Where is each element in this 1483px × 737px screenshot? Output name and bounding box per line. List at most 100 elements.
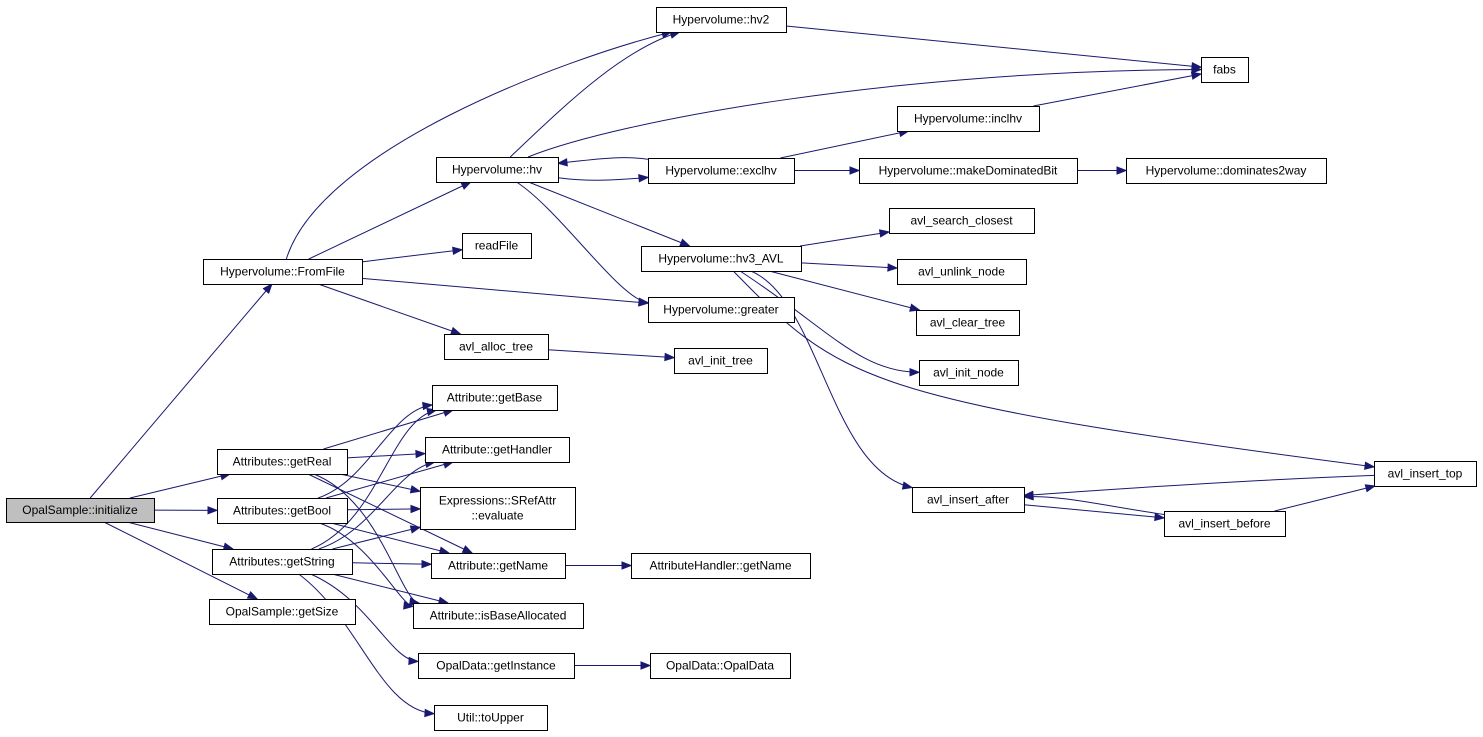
edge-attrgetname-to-handlergetname — [565, 561, 633, 570]
node-getinstance[interactable]: OpalData::getInstance — [418, 653, 575, 679]
node-label: readFile — [475, 239, 519, 253]
edge-makedom-to-dom2way — [1077, 166, 1128, 175]
edge-hv-to-fabs — [527, 65, 1203, 158]
node-toupper[interactable]: Util::toUpper — [434, 705, 548, 731]
edge-getbool-to-attrgetname — [330, 522, 451, 555]
node-attrgetname[interactable]: Attribute::getName — [431, 553, 566, 579]
edge-hv3avl-to-searchclosest — [800, 229, 891, 247]
arrowhead-icon — [409, 485, 422, 494]
arrowhead-icon — [1191, 62, 1203, 71]
node-box — [1126, 158, 1327, 184]
edge-line — [527, 69, 1202, 158]
node-label: Expressions::SRefAttr — [439, 494, 556, 508]
edge-line — [750, 270, 913, 489]
node-layer: OpalSample::initialize Hypervolume::FromF… — [6, 7, 1477, 731]
node-getbase[interactable]: Attribute::getBase — [432, 385, 558, 411]
edge-exclhv-to-hv — [556, 157, 649, 167]
node-hv[interactable]: Hypervolume::hv — [436, 157, 559, 183]
node-getbool[interactable]: Attributes::getBool — [217, 498, 348, 524]
node-getstring[interactable]: Attributes::getString — [212, 549, 353, 575]
node-box — [1201, 57, 1249, 83]
edge-inclhv-to-fabs — [1033, 71, 1203, 107]
node-avlalloc[interactable]: avl_alloc_tree — [444, 334, 549, 360]
node-opaldata[interactable]: OpalData::OpalData — [650, 653, 791, 679]
node-label: avl_init_tree — [688, 354, 753, 368]
node-label: Attributes::getBool — [233, 504, 331, 518]
node-box — [413, 603, 584, 629]
edge-line — [1023, 496, 1165, 516]
node-readfile[interactable]: readFile — [462, 233, 532, 259]
node-box — [674, 348, 768, 374]
arrowhead-icon — [409, 525, 422, 534]
node-insertbefore[interactable]: avl_insert_before — [1164, 511, 1286, 537]
edge-line — [1274, 485, 1376, 512]
arrowhead-icon — [887, 263, 899, 272]
edge-hv-to-exclhv — [557, 174, 650, 183]
edge-line — [307, 473, 473, 554]
arrowhead-icon — [403, 601, 415, 610]
node-inclhv[interactable]: Hypervolume::inclhv — [897, 106, 1040, 132]
node-box — [434, 705, 548, 731]
node-box — [650, 653, 791, 679]
node-fabs[interactable]: fabs — [1201, 57, 1249, 83]
node-getreal[interactable]: Attributes::getReal — [217, 449, 348, 475]
edge-initialize-to-getstring — [126, 521, 235, 551]
node-inittree[interactable]: avl_init_tree — [674, 348, 768, 374]
edge-line — [298, 573, 435, 715]
node-getsize[interactable]: OpalSample::getSize — [209, 599, 356, 625]
node-label: avl_search_closest — [910, 214, 1013, 228]
edge-getstring-to-toupper — [298, 573, 436, 718]
node-hv2[interactable]: Hypervolume::hv2 — [656, 7, 787, 33]
edge-line — [323, 409, 454, 450]
node-box — [919, 360, 1019, 386]
node-greater[interactable]: Hypervolume::greater — [648, 297, 795, 323]
node-label: OpalData::getInstance — [436, 659, 556, 673]
arrowhead-icon — [909, 367, 921, 377]
node-label: Attribute::getBase — [447, 391, 543, 405]
arrowhead-icon — [461, 545, 474, 554]
node-label: avl_unlink_node — [918, 265, 1005, 279]
node-label: ::evaluate — [471, 509, 523, 523]
node-dom2way[interactable]: Hypervolume::dominates2way — [1126, 158, 1327, 184]
node-box — [656, 7, 787, 33]
node-label: fabs — [1213, 63, 1236, 77]
edge-avlalloc-to-inittree — [547, 349, 676, 362]
arrowhead-icon — [246, 590, 259, 600]
node-makedom[interactable]: Hypervolume::makeDominatedBit — [859, 158, 1078, 184]
edge-line — [89, 283, 273, 499]
edge-getstring-to-getinstance — [310, 573, 420, 666]
node-isbasealloc[interactable]: Attribute::isBaseAllocated — [413, 603, 584, 629]
edge-hv3avl-to-cleartree — [769, 270, 921, 312]
node-handlergetname[interactable]: AttributeHandler::getName — [631, 553, 811, 579]
node-unlinknode[interactable]: avl_unlink_node — [897, 259, 1027, 285]
node-inserttop[interactable]: avl_insert_top — [1374, 461, 1477, 487]
node-box — [631, 553, 811, 579]
node-initialize[interactable]: OpalSample::initialize — [6, 498, 155, 523]
node-hv3avl[interactable]: Hypervolume::hv3_AVL — [641, 246, 802, 272]
node-srefattr[interactable]: Expressions::SRefAttr::evaluate — [420, 487, 576, 530]
node-initnode[interactable]: avl_init_node — [919, 360, 1019, 386]
node-box — [897, 106, 1040, 132]
edge-line — [547, 349, 675, 359]
edge-initialize-to-getbool — [153, 506, 219, 515]
arrowhead-icon — [1116, 166, 1128, 175]
node-label: OpalSample::initialize — [22, 503, 138, 517]
node-label: OpalData::OpalData — [666, 659, 774, 673]
node-box — [436, 157, 559, 183]
node-cleartree[interactable]: avl_clear_tree — [916, 310, 1020, 336]
node-label: Attribute::getName — [448, 559, 548, 573]
node-gethandler[interactable]: Attribute::getHandler — [425, 437, 570, 463]
node-fromfile[interactable]: Hypervolume::FromFile — [203, 259, 363, 285]
edge-insertbefore-to-inserttop — [1274, 484, 1377, 512]
edge-line — [126, 521, 234, 550]
node-insertafter[interactable]: avl_insert_after — [912, 487, 1025, 513]
node-label: Attributes::getReal — [233, 455, 332, 469]
node-label: Hypervolume::hv3_AVL — [658, 252, 784, 266]
node-exclhv[interactable]: Hypervolume::exclhv — [648, 158, 795, 184]
edge-line — [317, 283, 461, 335]
edge-line — [318, 461, 435, 550]
node-label: AttributeHandler::getName — [649, 559, 791, 573]
node-searchclosest[interactable]: avl_search_closest — [889, 208, 1035, 234]
edge-line — [780, 130, 909, 159]
